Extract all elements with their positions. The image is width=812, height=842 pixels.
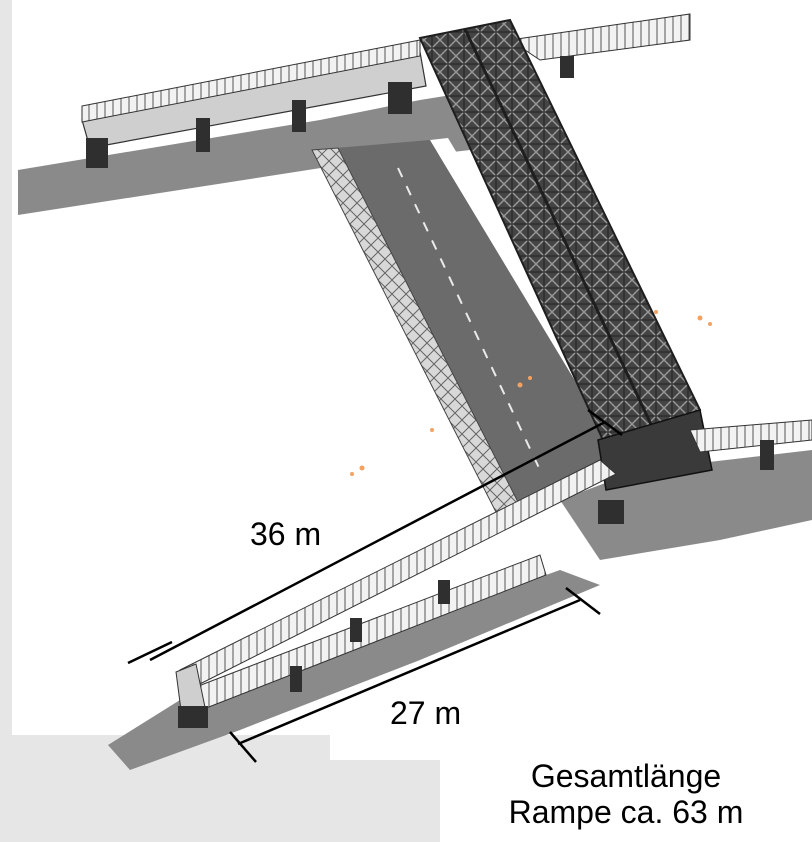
- upper-walkway-railing: [81, 39, 421, 123]
- upper-right-pier: [560, 56, 574, 78]
- dimension-label-27m: 27 m: [390, 695, 462, 731]
- ramp-piers: [178, 500, 624, 728]
- truss-center-chord: [463, 28, 658, 436]
- dimension-label-36m: 36 m: [250, 516, 322, 552]
- caption-line-2: Rampe ca. 63 m: [508, 794, 744, 830]
- right-walkway-pier: [760, 440, 774, 470]
- upper-walkway-piers: [86, 82, 412, 168]
- lower-ground-shadow: [108, 570, 600, 770]
- right-walkway: [689, 419, 812, 453]
- total-length-caption: Gesamtlänge Rampe ca. 63 m: [440, 758, 812, 830]
- caption-line-1: Gesamtlänge: [530, 758, 722, 794]
- orange-speckles: [350, 310, 712, 476]
- dimension-line-27m: [229, 587, 601, 763]
- upper-right-walkway: [508, 13, 691, 61]
- upper-ground-shadow: [18, 92, 470, 215]
- road-center-line: [397, 167, 541, 471]
- lower-left-grey-panel: [14, 760, 440, 842]
- road-deck: [312, 140, 618, 520]
- dimension-line-36m: [127, 408, 623, 665]
